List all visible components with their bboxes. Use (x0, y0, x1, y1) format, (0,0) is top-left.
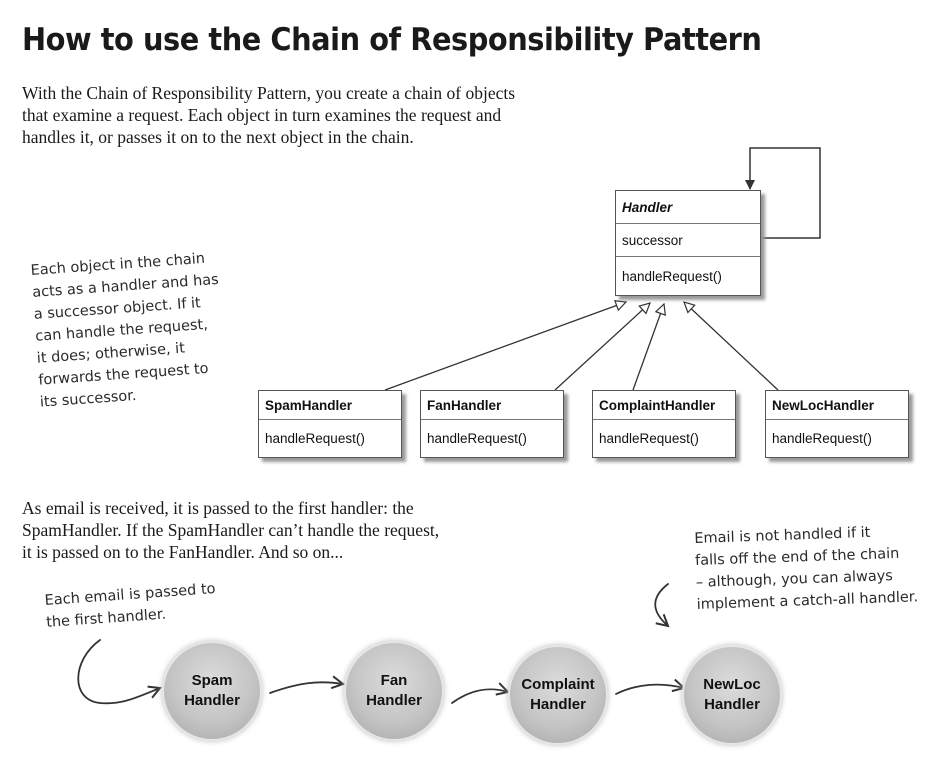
handler-note: Each object in the chain acts as a handl… (30, 247, 227, 414)
class-method: handleRequest() (622, 268, 722, 284)
intro-paragraph: With the Chain of Responsibility Pattern… (22, 82, 515, 148)
chain-arrow (269, 682, 343, 694)
intro-line: that examine a request. Each object in t… (22, 105, 502, 125)
chain-arrow (451, 689, 508, 704)
inheritance-line (384, 302, 626, 391)
class-name: ComplaintHandler (599, 397, 716, 413)
chain-arrow (615, 685, 684, 695)
intro-line: handles it, or passes it on to the next … (22, 127, 414, 147)
successor-self-link (745, 147, 821, 239)
node-label: Handler (530, 696, 586, 713)
node-label: Handler (184, 692, 240, 709)
handler-class-box: Handler successor handleRequest() (615, 190, 761, 296)
inheritance-line (632, 304, 664, 391)
node-label: Handler (704, 696, 760, 713)
email-line: it is passed on to the FanHandler. And s… (22, 542, 344, 562)
class-method: handleRequest() (599, 431, 699, 446)
complaint-handler-class-box: ComplaintHandler handleRequest() (592, 390, 736, 458)
inheritance-line (684, 302, 779, 391)
node-label: Spam (191, 672, 233, 689)
email-line: As email is received, it is passed to th… (22, 498, 414, 518)
class-name: NewLocHandler (772, 397, 875, 413)
newloc-handler-class-box: NewLocHandler handleRequest() (765, 390, 909, 458)
class-name: FanHandler (427, 397, 502, 413)
class-method: handleRequest() (772, 431, 872, 446)
intro-line: With the Chain of Responsibility Pattern… (22, 83, 516, 103)
class-method: handleRequest() (427, 431, 527, 446)
inheritance-line (554, 303, 650, 391)
node-label: Handler (366, 692, 422, 709)
class-attribute: successor (622, 232, 683, 248)
class-name: Handler (622, 199, 673, 215)
fan-handler-class-box: FanHandler handleRequest() (420, 390, 564, 458)
entry-arrow (77, 639, 160, 705)
node-label: Fan (380, 672, 408, 689)
page-title: How to use the Chain of Responsibility P… (22, 22, 762, 58)
email-paragraph: As email is received, it is passed to th… (22, 497, 439, 563)
node-label: Complaint (521, 676, 595, 693)
class-method: handleRequest() (265, 431, 365, 446)
node-label: NewLoc (703, 676, 761, 693)
spam-handler-class-box: SpamHandler handleRequest() (258, 390, 402, 458)
class-name: SpamHandler (265, 397, 353, 413)
end-note-arrow (654, 583, 668, 626)
email-line: SpamHandler. If the SpamHandler can’t ha… (22, 520, 440, 540)
end-of-chain-note: Email is not handled if it falls off the… (694, 520, 918, 616)
